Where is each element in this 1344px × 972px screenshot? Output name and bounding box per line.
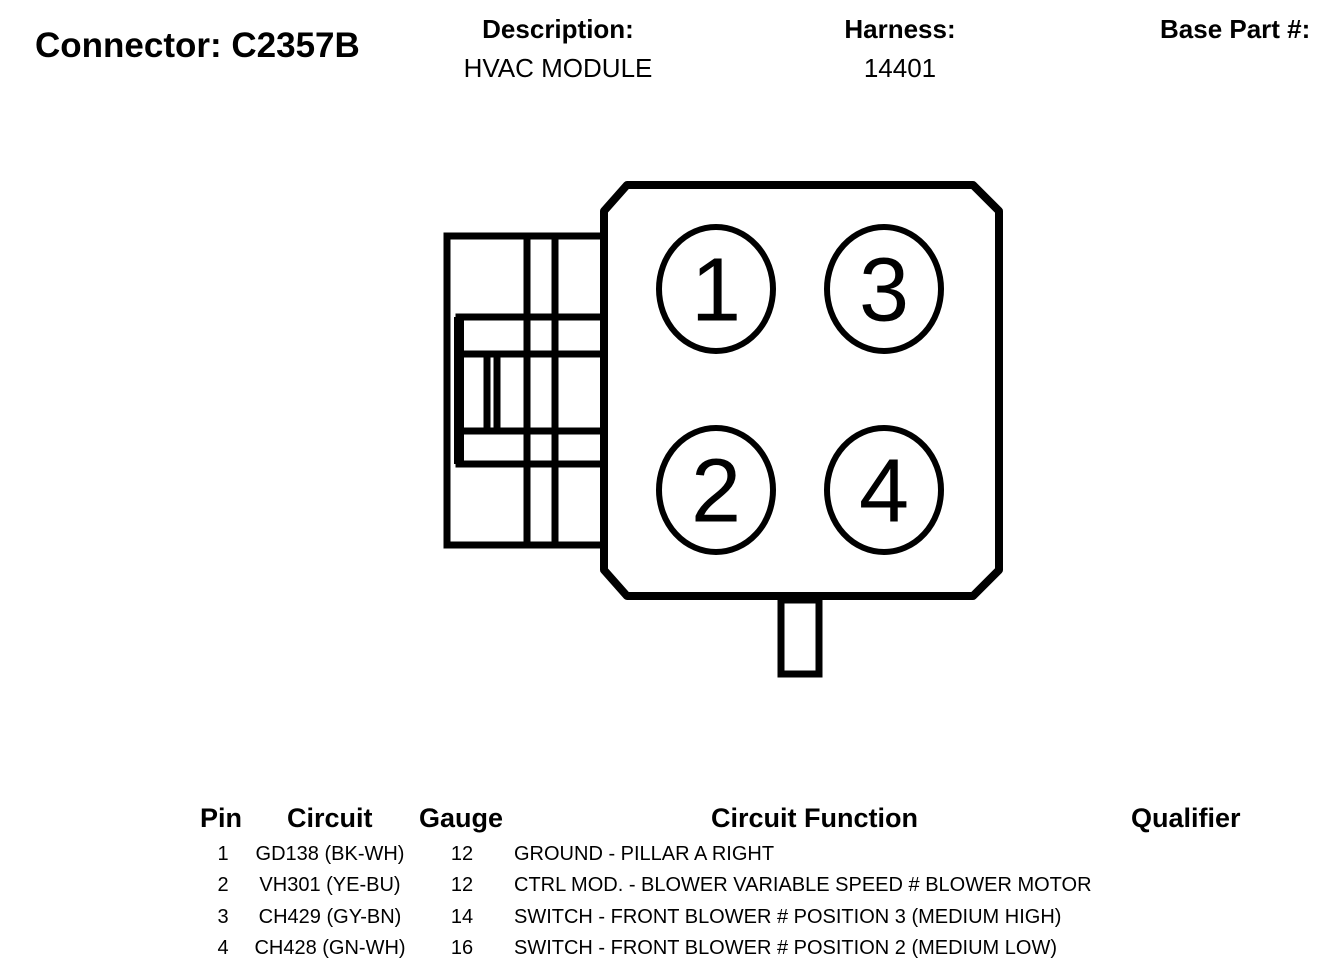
- pin-1: 1: [656, 224, 776, 354]
- function-column-header: Circuit Function: [711, 803, 918, 833]
- gauge-column-header: Gauge: [419, 803, 504, 833]
- harness-block: Harness: 14401: [800, 14, 1000, 84]
- row-pin: 2: [217, 874, 229, 896]
- pin-column-header: Pin: [200, 803, 243, 833]
- pin-label: 2: [691, 442, 741, 542]
- row-pin: 4: [217, 937, 229, 959]
- row-gauge: 16: [450, 937, 474, 959]
- base-part-label: Base Part #:: [1160, 14, 1311, 44]
- circuit-column-header: Circuit: [287, 803, 373, 833]
- base-part-block: Base Part #:: [1160, 14, 1310, 45]
- row-gauge: 12: [450, 874, 474, 896]
- description-block: Description: HVAC MODULE: [438, 14, 678, 84]
- description-value: HVAC MODULE: [463, 53, 653, 83]
- pin-4: 4: [824, 425, 944, 555]
- row-function: SWITCH - FRONT BLOWER # POSITION 2 (MEDI…: [514, 937, 1057, 959]
- pin-label: 3: [859, 241, 909, 341]
- row-function: CTRL MOD. - BLOWER VARIABLE SPEED # BLOW…: [514, 874, 1092, 896]
- row-function: GROUND - PILLAR A RIGHT: [514, 843, 775, 865]
- connector-key: [777, 596, 823, 678]
- harness-label: Harness:: [844, 14, 956, 44]
- row-pin: 1: [217, 843, 229, 865]
- pin-label: 1: [691, 241, 741, 341]
- pin-3: 3: [824, 224, 944, 354]
- pin-2: 2: [656, 425, 776, 555]
- row-pin: 3: [217, 906, 229, 928]
- connector-title: Connector: C2357B: [35, 26, 360, 65]
- harness-value: 14401: [863, 53, 937, 83]
- connector-lock-tab: [443, 232, 609, 549]
- row-circuit: GD138 (BK-WH): [255, 843, 405, 865]
- row-circuit: CH428 (GN-WH): [254, 937, 406, 959]
- row-gauge: 14: [450, 906, 474, 928]
- description-label: Description:: [482, 14, 634, 44]
- row-circuit: VH301 (YE-BU): [259, 874, 401, 896]
- row-gauge: 12: [450, 843, 474, 865]
- pin-label: 4: [859, 442, 909, 542]
- row-circuit: CH429 (GY-BN): [258, 906, 402, 928]
- connector-body: [600, 181, 1003, 600]
- qualifier-column-header: Qualifier: [1131, 803, 1241, 833]
- row-function: SWITCH - FRONT BLOWER # POSITION 3 (MEDI…: [514, 906, 1062, 928]
